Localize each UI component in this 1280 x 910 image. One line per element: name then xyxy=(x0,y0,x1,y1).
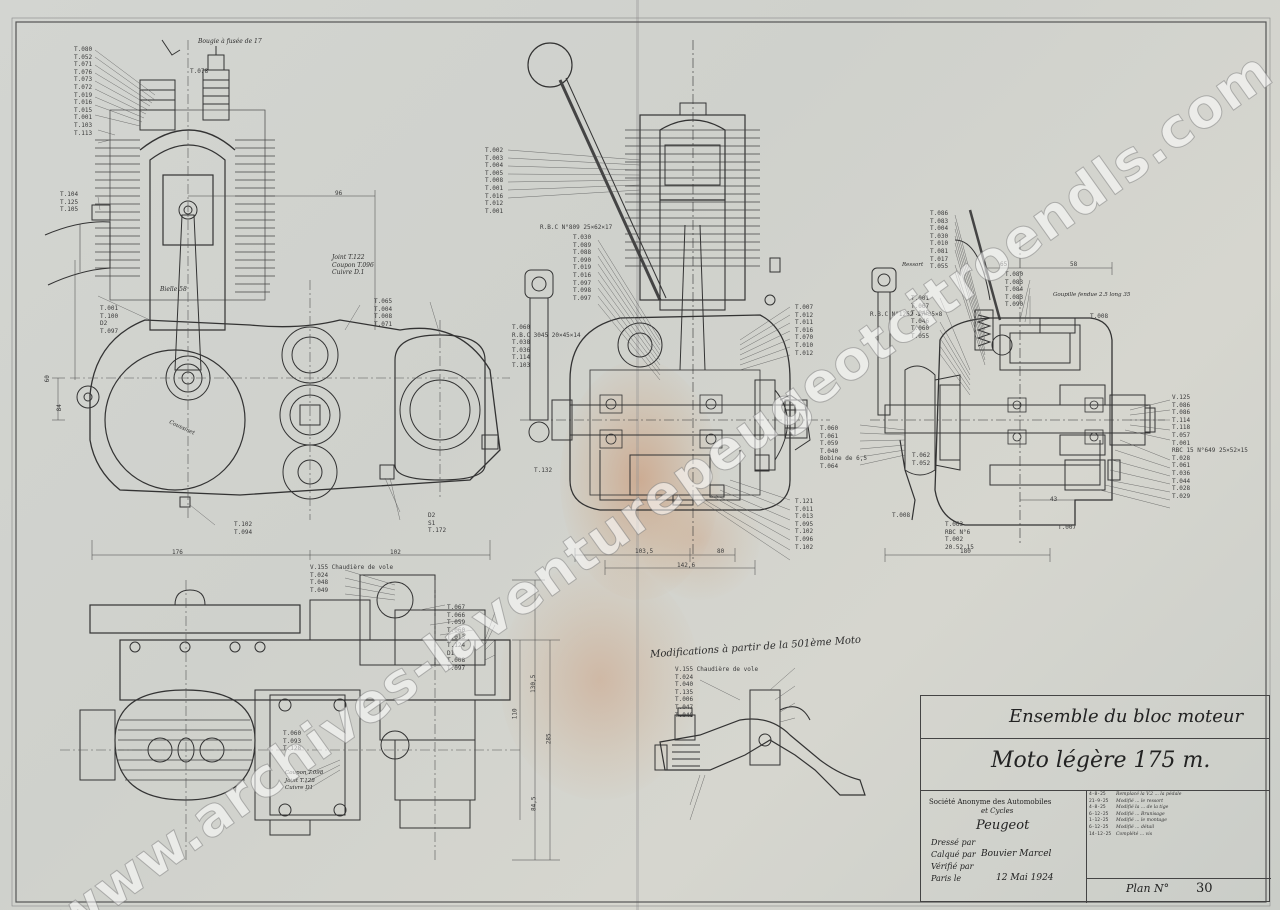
center-bride-label: R.B.C N°809 25×62×17 xyxy=(540,224,613,231)
drawn-by-label: Dressé par xyxy=(931,838,976,847)
dim-left-height: 60 xyxy=(43,375,51,383)
title-block-row2: Moto légère 175 m. xyxy=(921,738,1269,791)
company-line1: Société Anonyme des Automobiles xyxy=(929,798,1052,806)
callouts-right-left-mid: T.001 T.067 T.045 T.046 T.060 T.055 xyxy=(911,295,930,340)
callouts-right-left-low: T.060 T.061 T.059 T.040 Bobine de 6,5 T.… xyxy=(820,425,867,470)
verified-by-label: Vérifié par xyxy=(931,862,974,871)
callouts-left-bottom: T.102 T.094 xyxy=(234,521,253,536)
date-value: 12 Mai 1924 xyxy=(996,873,1054,883)
dim-overall-left: 176 xyxy=(172,549,183,556)
dim-right-w1: 65 xyxy=(1000,261,1008,268)
callouts-mod-view: V.155 Chaudière de vole T.024 T.040 T.13… xyxy=(675,666,759,719)
bottom-view-gaskets-label: Coupon T.098 Joint T.128 Cuivre D1 xyxy=(285,770,324,791)
revision-texts: Remplacé la V.2 ... la pédale Modifié ..… xyxy=(1116,792,1182,837)
drawing-subtitle: Moto légère 175 m. xyxy=(991,748,1211,773)
dim-bottom-h4: 84,5 xyxy=(530,796,538,812)
right-bottom-left-label: T.008 xyxy=(892,512,911,519)
dim-overall-left2: 102 xyxy=(390,549,401,556)
company-name: Peugeot xyxy=(976,818,1030,833)
company-line2: et Cycles xyxy=(981,807,1014,815)
dim-center-w1: 103,5 xyxy=(635,548,654,555)
copied-by-label: Calqué par xyxy=(931,850,976,859)
revision-refs: 4-8-25 21-9-25 4-8-25 6-12-25 1-12-25 6-… xyxy=(1089,792,1112,837)
callouts-center-right: T.007 T.012 T.011 T.016 T.070 T.010 T.01… xyxy=(795,304,814,357)
drawing-title: Ensemble du bloc moteur xyxy=(1009,706,1244,727)
spark-plug-label: Bougie à fusée de 17 xyxy=(198,38,262,45)
title-block-company: Société Anonyme des Automobiles et Cycle… xyxy=(921,790,1087,903)
callouts-right-far-right: V.125 T.086 T.086 T.114 T.118 T.057 T.00… xyxy=(1172,394,1248,500)
plan-label: Plan N° xyxy=(1126,882,1170,895)
callout-t078: T.078 xyxy=(190,68,209,75)
dim-right-inner: 43 xyxy=(1050,496,1058,503)
title-block: Ensemble du bloc moteur Moto légère 175 … xyxy=(920,695,1271,903)
callouts-right-top-right: T.008 xyxy=(1090,313,1109,320)
callouts-left-low: T.001 T.100 D2 T.097 xyxy=(100,305,119,335)
dim-right-w2: 58 xyxy=(1070,261,1078,268)
dim-left-height2: 84 xyxy=(55,404,63,412)
stain xyxy=(560,360,720,600)
spark-plug-drawing xyxy=(202,46,230,121)
plan-number: 30 xyxy=(1196,881,1213,896)
dim-bottom-h2: 285 xyxy=(545,733,553,745)
callouts-left-mid: T.104 T.125 T.105 xyxy=(60,191,79,214)
callouts-left-bottom-right: D2 S1 T.172 xyxy=(428,512,447,535)
callouts-bottom-view-top: V.155 Chaudière de vole T.024 T.048 T.04… xyxy=(310,564,394,594)
dim-bottom-h3: 110 xyxy=(511,708,519,720)
right-bottom-far-label: T.007 xyxy=(1058,524,1077,531)
dim-top-left-width: 96 xyxy=(335,190,343,197)
callouts-right-bottom: T.062 T.052 xyxy=(912,452,931,467)
center-bottom-left-label: T.132 xyxy=(534,467,553,474)
dim-center-overall: 142,6 xyxy=(677,562,696,569)
gasket-group-label: Joint T.122 Coupon T.096 Cuivre D.1 xyxy=(332,254,374,276)
callouts-center-left2: T.060 R.B.C 3045 20×45×14 T.038 T.036 T.… xyxy=(512,324,581,369)
callouts-center-left: T.030 T.089 T.088 T.090 T.019 T.016 T.09… xyxy=(573,234,592,302)
copied-by-name: Bouvier Marcel xyxy=(981,849,1052,859)
callouts-right-top-left: T.086 T.083 T.004 T.030 T.010 T.081 T.01… xyxy=(930,210,949,271)
dim-bottom-h1: 130,5 xyxy=(530,674,538,693)
callouts-center-top: T.002 T.003 T.004 T.005 T.008 T.001 T.01… xyxy=(485,147,504,215)
callouts-bottom-view-low: T.060 T.093 T.128 xyxy=(283,730,302,753)
dim-center-w2: 80 xyxy=(717,548,725,555)
right-spark-label: Goupille fendue 2.5 long 35 xyxy=(1053,292,1131,298)
plan-number-box: Plan N° 30 xyxy=(1086,878,1271,903)
callouts-bottom-view-r: T.067 T.066 T.059 T.060 T.013 T.124 D1 T… xyxy=(447,604,466,672)
date-label: Paris le xyxy=(931,874,962,883)
callouts-right-bottom2: T.063 RBC N°6 T.002 20.52.15 xyxy=(945,521,974,551)
title-block-row1: Ensemble du bloc moteur xyxy=(921,696,1269,739)
revision-table: 4-8-25 21-9-25 4-8-25 6-12-25 1-12-25 6-… xyxy=(1086,790,1271,879)
callouts-left-top: T.080 T.052 T.071 T.076 T.073 T.072 T.01… xyxy=(74,46,93,137)
right-ressort-label: Ressort xyxy=(902,262,924,268)
callouts-center-bottom-right: T.121 T.011 T.013 T.095 T.102 T.096 T.10… xyxy=(795,498,814,551)
callouts-right-top-mid: T.080 T.083 T.084 T.083 T.090 xyxy=(1005,271,1024,309)
callouts-left-right: T.065 T.004 T.008 T.071 xyxy=(374,298,393,328)
right-bride-label: R.B.C N°1262 17×35×8 xyxy=(870,311,943,318)
dim-right-overall: 180 xyxy=(960,548,971,555)
bielle-label: Bielle 58 xyxy=(160,286,187,293)
